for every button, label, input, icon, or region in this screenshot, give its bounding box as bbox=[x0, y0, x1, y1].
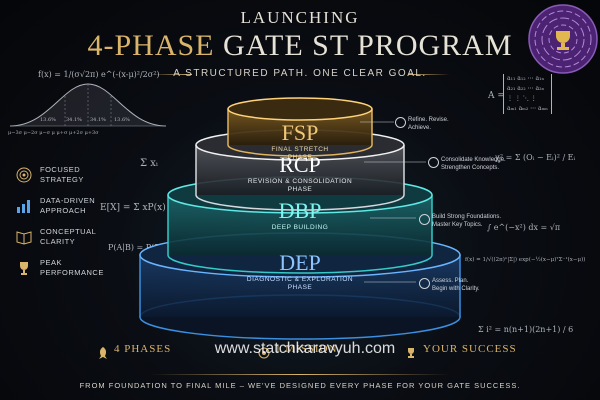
matrix: a₁₁ a₁₂ ⋯ a₁ₙ a₂₁ a₂₂ ⋯ a₂ₙ ⋮ ⋮ ⋱ ⋮ aₘ₁ … bbox=[503, 74, 552, 114]
title-launching: LAUNCHING bbox=[240, 8, 360, 27]
phase-rcp-name1: REVISION & CONSOLIDATION bbox=[247, 178, 353, 185]
phase-dep-name2: PHASE bbox=[287, 284, 313, 291]
note-dep-line2: Begin with Clarity. bbox=[432, 286, 480, 292]
phase-fsp-label: FSP FINAL STRETCH PHASE bbox=[200, 120, 400, 162]
gauss-pct-1: 13.6% bbox=[40, 117, 56, 123]
bell-curve bbox=[9, 83, 167, 127]
footer-divider bbox=[150, 374, 450, 375]
network-icon bbox=[428, 157, 439, 168]
bar-chart-icon bbox=[17, 200, 30, 213]
feature-label-2b: APPROACH bbox=[40, 206, 87, 215]
feature-label-3a: CONCEPTUAL bbox=[40, 227, 97, 236]
expectation-formula: E[X] = Σ xP(x) bbox=[100, 203, 166, 213]
trophy-icon bbox=[20, 262, 28, 275]
gauss-pct-4: 13.6% bbox=[114, 117, 130, 123]
search-icon bbox=[419, 278, 430, 289]
note-dep: Assess. Plan. Begin with Clarity. bbox=[432, 277, 480, 293]
banner-phases: 4 PHASES bbox=[114, 343, 172, 355]
banner-success: YOUR SUCCESS bbox=[423, 343, 517, 355]
gauss-pct-3: 34.1% bbox=[90, 117, 106, 123]
phase-pyramid bbox=[139, 97, 461, 340]
book-icon bbox=[16, 231, 32, 245]
matrix-lhs: A = bbox=[488, 91, 505, 101]
gauss-pct-2: 34.1% bbox=[66, 117, 82, 123]
puzzle-icon bbox=[419, 214, 430, 225]
trophy-icon-small bbox=[408, 348, 414, 358]
gauss-formula: f(x) = 1/(σ√2π) e^(-(x-μ)²/2σ²) bbox=[38, 70, 160, 79]
note-fsp-line2: Achieve. bbox=[408, 125, 432, 131]
feature-label-4b: PERFORMANCE bbox=[40, 268, 104, 277]
matrix-row-4: aₘ₁ aₘ₂ ⋯ aₘₙ bbox=[507, 105, 548, 112]
mvn-formula: f(x) = 1/√((2π)ⁿ|Σ|) exp(−½(x−μ)ᵀΣ⁻¹(x−μ… bbox=[465, 257, 586, 263]
phase-dbp-label: DBP DEEP BUILDING bbox=[200, 198, 400, 232]
feature-label-1b: STRATEGY bbox=[40, 175, 84, 184]
title-rest: GATE ST PROGRAM bbox=[223, 29, 513, 62]
note-fsp-line1: Refine. Revise. bbox=[408, 117, 449, 123]
phase-fsp-abbr: FSP bbox=[281, 120, 319, 145]
note-dbp: Build Strong Foundations. Master Key Top… bbox=[432, 213, 501, 229]
note-rcp-line1: Consolidate Knowledge. bbox=[441, 157, 506, 163]
phase-rcp-name2: PHASE bbox=[287, 186, 313, 193]
gauss-ticks: μ−3σ μ−2σ μ−σ μ μ+σ μ+2σ μ+3σ bbox=[8, 130, 99, 136]
matrix-row-3: ⋮ ⋮ ⋱ ⋮ bbox=[507, 95, 537, 102]
program-title: 4-PHASE GATE ST PROGRAM bbox=[0, 29, 600, 63]
sum-squares-formula: Σ i² = n(n+1)(2n+1) / 6 bbox=[478, 325, 574, 334]
phase-dep-abbr: DEP bbox=[279, 250, 321, 275]
phase-fsp-name2: PHASE bbox=[287, 154, 313, 161]
phase-fsp-name1: FINAL STRETCH bbox=[271, 146, 329, 153]
integral-formula: ∫ e^(−x²) dx = √π bbox=[487, 223, 561, 232]
phase-dbp-name1: DEEP BUILDING bbox=[271, 224, 329, 231]
phase-dep-label: DEP DIAGNOSTIC & EXPLORATION PHASE bbox=[200, 250, 400, 292]
banner-mission: 1 MISSION bbox=[275, 343, 338, 355]
note-dbp-line2: Master Key Topics. bbox=[432, 222, 483, 228]
ring-fsp bbox=[227, 97, 373, 157]
refine-icon bbox=[395, 117, 406, 128]
note-dbp-line1: Build Strong Foundations. bbox=[432, 214, 502, 220]
note-dep-line1: Assess. Plan. bbox=[432, 278, 469, 284]
rocket-icon bbox=[99, 347, 107, 359]
feature-label-2a: DATA-DRIVEN bbox=[40, 196, 96, 205]
feature-label-1a: FOCUSED bbox=[40, 165, 81, 174]
phase-rcp-label: RCP REVISION & CONSOLIDATION PHASE bbox=[200, 152, 400, 194]
note-rcp: Consolidate Knowledge. Strengthen Concep… bbox=[441, 156, 506, 172]
note-fsp: Refine. Revise. Achieve. bbox=[408, 116, 449, 132]
phase-dep-name1: DIAGNOSTIC & EXPLORATION bbox=[246, 276, 354, 283]
matrix-row-2: a₂₁ a₂₂ ⋯ a₂ₙ bbox=[507, 85, 545, 92]
website-url: www.statchkaravyuh.com bbox=[214, 340, 396, 357]
note-rcp-line2: Strengthen Concepts. bbox=[441, 165, 500, 171]
phase-rcp-abbr: RCP bbox=[279, 152, 321, 177]
trophy-maze-logo bbox=[528, 4, 598, 74]
phase-dbp-abbr: DBP bbox=[278, 198, 322, 223]
target-icon-small bbox=[258, 347, 270, 359]
subtitle-rule-left bbox=[150, 74, 192, 75]
chi-square-formula: χ² = Σ (Oᵢ − Eᵢ)² / Eᵢ bbox=[495, 153, 576, 162]
matrix-row-1: a₁₁ a₁₂ ⋯ a₁ₙ bbox=[507, 75, 545, 82]
connector-lines bbox=[360, 121, 426, 283]
title-highlight: 4-PHASE bbox=[87, 29, 215, 62]
subtitle: A STRUCTURED PATH. ONE CLEAR GOAL. bbox=[173, 68, 427, 79]
footer-tagline: FROM FOUNDATION TO FINAL MILE – WE'VE DE… bbox=[79, 381, 521, 390]
feature-label-4a: PEAK bbox=[40, 258, 63, 267]
target-icon bbox=[16, 167, 32, 183]
sum-formula: Σ xᵢ bbox=[140, 158, 158, 169]
feature-label-3b: CLARITY bbox=[40, 237, 76, 246]
